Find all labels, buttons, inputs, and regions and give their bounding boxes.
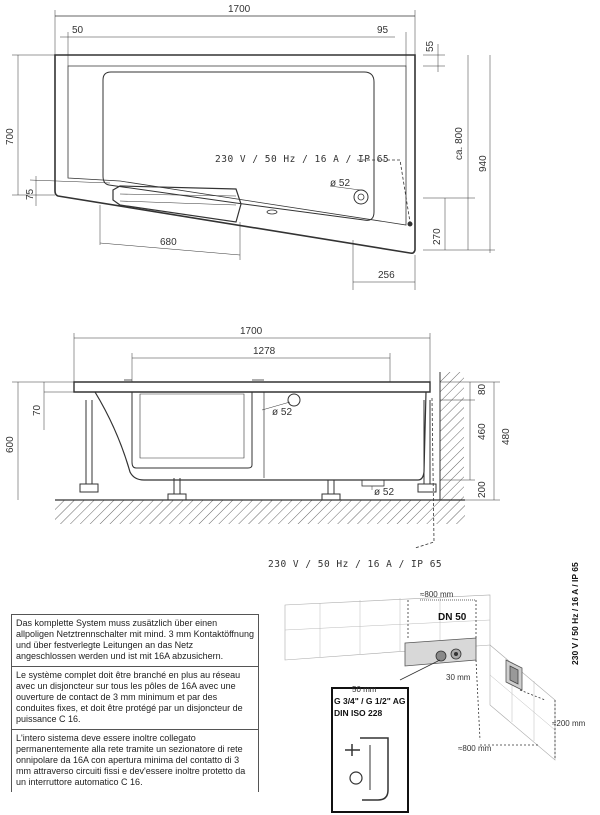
note-german: Das komplette System muss zusätzlich übe… <box>12 615 258 667</box>
dim-right-margin: 95 <box>377 25 389 36</box>
tub-outline-top <box>54 54 416 254</box>
note-italian: L'intero sistema deve essere inoltre col… <box>16 733 246 787</box>
dim-install-top: ≈800 mm <box>420 590 454 599</box>
tub-basin-front <box>94 391 427 481</box>
dim-height: 600 <box>5 436 16 453</box>
fitting-detail-box <box>331 687 409 813</box>
top-view <box>12 10 495 290</box>
dim-rim: 70 <box>32 404 43 416</box>
install-labels: ≈800 mm DN 50 50 mm 30 mm G 3/4" / G 1/2… <box>334 562 586 753</box>
dim-depth-right: 940 <box>478 155 489 172</box>
dim-install-bottom: ≈800 mm <box>458 744 492 753</box>
seat-handle <box>112 185 242 223</box>
dim-install-side: ≈200 mm <box>552 719 586 728</box>
overflow-front <box>287 393 301 407</box>
label-drain-front: ø 52 <box>374 487 394 498</box>
dim-top-margin: 55 <box>425 40 436 52</box>
label-power-install: 230 V / 50 Hz / 16 A / IP 65 <box>570 562 580 665</box>
drain-top <box>353 189 369 205</box>
dim-install-50: 50 mm <box>352 685 377 694</box>
tub-door-front <box>131 391 253 469</box>
tub-inner-basin <box>67 65 407 226</box>
dim-seat-width: 680 <box>160 237 177 248</box>
label-drain-top: ø 52 <box>330 178 350 189</box>
dim-install-30: 30 mm <box>446 673 471 682</box>
dim-floor-gap: 200 <box>477 481 488 498</box>
dim-handle-offset: 75 <box>25 188 36 200</box>
dim-inner-height: 460 <box>477 423 488 440</box>
dim-corner-depth: 270 <box>432 228 443 245</box>
dim-door-width: 1278 <box>253 346 276 357</box>
label-standard: DIN ISO 228 <box>334 708 382 718</box>
dim-full-height: 480 <box>501 428 512 445</box>
install-detail <box>284 594 556 813</box>
label-power-front: 230 V / 50 Hz / 16 A / IP 65 <box>268 559 442 570</box>
label-thread: G 3/4" / G 1/2" AG <box>334 696 406 706</box>
installation-notes: Das komplette System muss zusätzlich übe… <box>11 614 259 792</box>
dim-width-front: 1700 <box>240 326 263 337</box>
label-dn: DN 50 <box>438 612 467 623</box>
note-french: Le système complet doit être branché en … <box>12 667 258 730</box>
front-view <box>12 333 500 549</box>
dim-inner-depth: ca. 800 <box>454 127 465 160</box>
dim-depth-left: 700 <box>5 128 16 145</box>
top-view-labels: 1700 50 95 55 700 ca. 800 940 75 680 270… <box>5 4 489 281</box>
tub-rim-front <box>73 381 431 393</box>
label-overflow: ø 52 <box>272 407 292 418</box>
dim-width-top: 1700 <box>228 4 251 15</box>
label-power-top: 230 V / 50 Hz / 16 A / IP 65 <box>215 154 389 165</box>
front-view-labels: 1700 1278 600 70 80 460 480 200 ø 52 ø 5… <box>5 326 512 570</box>
dim-corner-width: 256 <box>378 270 395 281</box>
dim-top-gap: 80 <box>477 383 488 395</box>
dim-left-margin: 50 <box>72 25 84 36</box>
